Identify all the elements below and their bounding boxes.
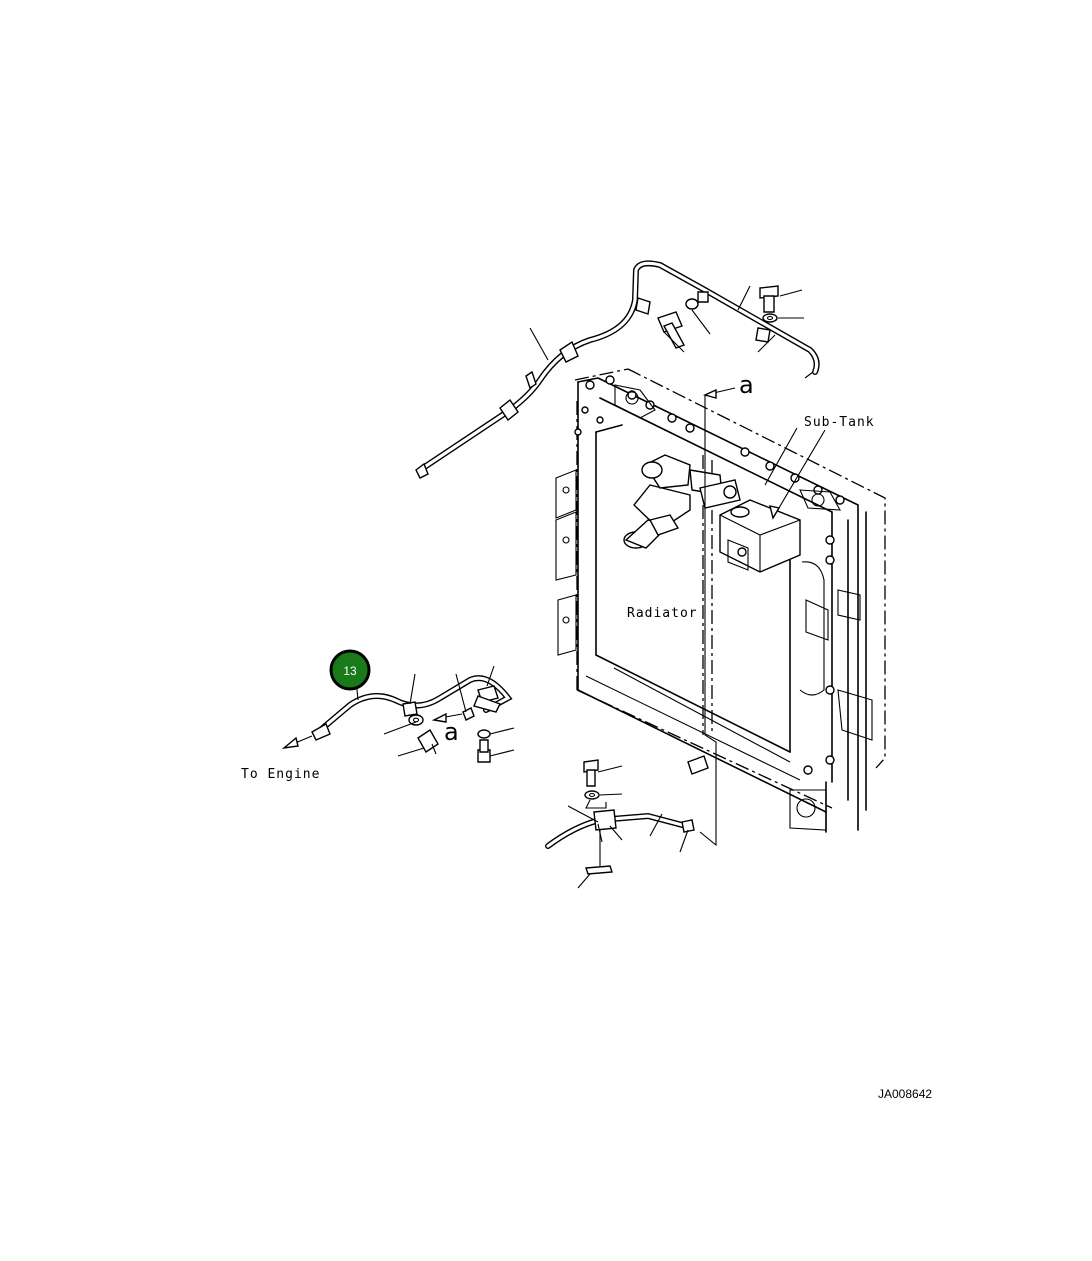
callout-number: 13 (343, 664, 357, 678)
sub-tank-label: Sub-Tank (804, 415, 875, 430)
callout-badge-13[interactable]: 13 (329, 649, 371, 691)
callout-circle[interactable] (329, 649, 371, 691)
top-tank-bolts (574, 375, 845, 775)
radiator-assembly (555, 368, 886, 833)
sub-tank (719, 499, 801, 573)
connection-a-leader (699, 387, 736, 847)
connection-a-label-bottom: a (444, 718, 459, 746)
radiator-label: Radiator (627, 606, 698, 621)
drawing-reference: JA008642 (878, 1087, 932, 1101)
to-engine-label: To Engine (241, 767, 320, 782)
drain-hose (545, 759, 695, 889)
connection-a-label-top: a (739, 371, 754, 399)
engine-hose (281, 665, 515, 763)
upper-inlet-pipe (623, 454, 741, 549)
top-vent-hose (415, 260, 826, 520)
